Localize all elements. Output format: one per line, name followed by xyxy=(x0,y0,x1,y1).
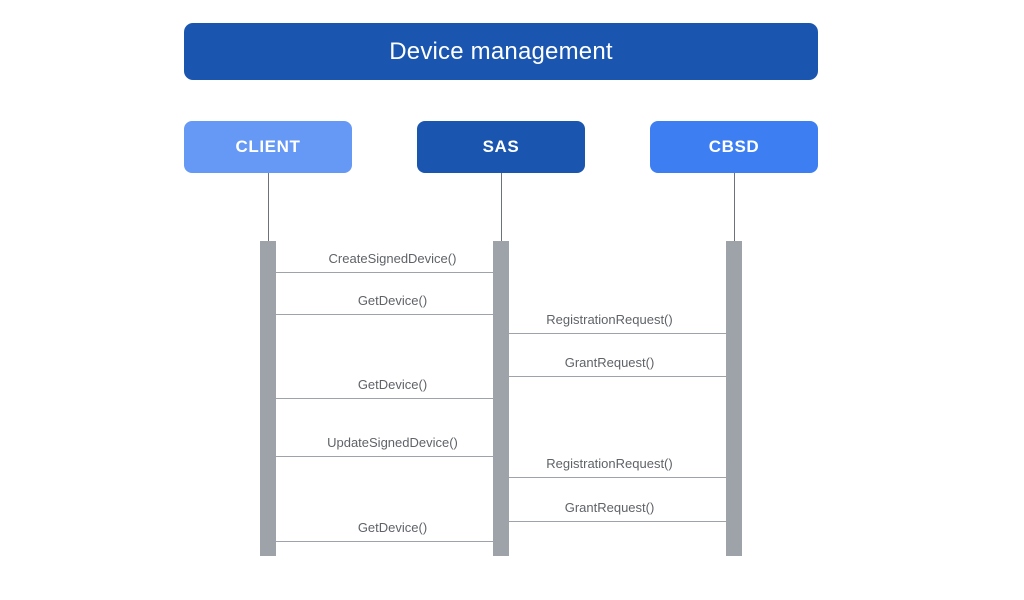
participant-box-cbsd[interactable]: CBSD xyxy=(650,121,818,173)
message-arrowhead-7 xyxy=(493,473,500,482)
activation-bar-client xyxy=(260,241,276,556)
message-line-6 xyxy=(276,456,509,457)
message-label-7: RegistrationRequest() xyxy=(546,456,673,471)
message-label-5: GetDevice() xyxy=(357,377,428,392)
message-line-9 xyxy=(276,541,509,542)
message-label-1: CreateSignedDevice() xyxy=(328,251,457,266)
message-arrowhead-4 xyxy=(493,372,500,381)
message-label-3: RegistrationRequest() xyxy=(546,312,673,327)
message-line-8 xyxy=(493,521,726,522)
message-line-5 xyxy=(276,398,509,399)
message-label-9: GetDevice() xyxy=(357,520,428,535)
message-line-1 xyxy=(276,272,509,273)
diagram-title-banner: Device management xyxy=(184,23,818,80)
activation-bar-cbsd xyxy=(726,241,742,556)
participant-label-sas: SAS xyxy=(482,137,520,156)
participant-label-client: CLIENT xyxy=(235,137,301,156)
message-arrowhead-9 xyxy=(502,537,509,546)
message-label-6: UpdateSignedDevice() xyxy=(327,435,458,450)
message-label-8: GrantRequest() xyxy=(564,500,655,515)
message-arrowhead-5 xyxy=(502,394,509,403)
participant-box-sas[interactable]: SAS xyxy=(417,121,585,173)
message-line-3 xyxy=(493,333,726,334)
message-arrowhead-2 xyxy=(502,310,509,319)
participant-label-cbsd: CBSD xyxy=(708,137,760,156)
message-line-4 xyxy=(493,376,726,377)
message-arrowhead-1 xyxy=(502,268,509,277)
participant-box-client[interactable]: CLIENT xyxy=(184,121,352,173)
message-label-4: GrantRequest() xyxy=(564,355,655,370)
message-arrowhead-6 xyxy=(502,452,509,461)
message-arrowhead-8 xyxy=(493,517,500,526)
message-arrowhead-3 xyxy=(493,329,500,338)
message-label-2: GetDevice() xyxy=(357,293,428,308)
message-line-2 xyxy=(276,314,509,315)
message-line-7 xyxy=(493,477,726,478)
page-title: Device management xyxy=(389,37,613,65)
